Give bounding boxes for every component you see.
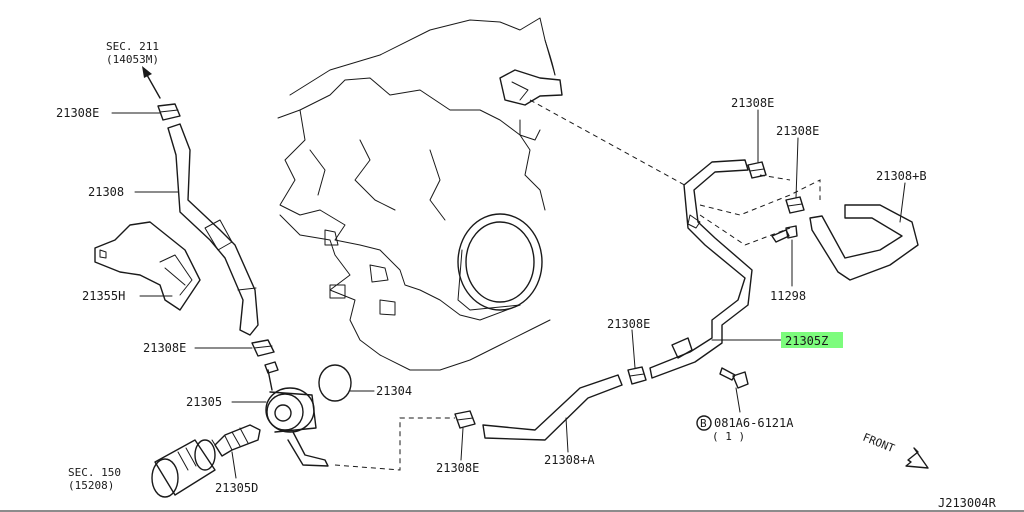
part-labels: SEC. 211 (14053M) 21308E 21308 21355H 21… [56,40,997,510]
engine-pulley [457,213,543,311]
label-21305[interactable]: 21305 [186,395,222,409]
clamp-21308e-center [627,366,647,385]
label-21308e-center[interactable]: 21308E [607,317,650,331]
label-21305d[interactable]: 21305D [215,481,258,495]
bolt-11298 [771,225,798,243]
label-sec150-ref: (15208) [68,479,114,492]
label-21308e-mid-left[interactable]: 21308E [143,341,186,355]
front-arrow [905,447,929,469]
engine-water-outlet [499,69,563,106]
clamp-21308e-bottom [454,410,476,429]
label-21308a[interactable]: 21308+A [544,453,595,467]
pipe-21305z [649,159,753,379]
label-21308e-top-right-1[interactable]: 21308E [731,96,774,110]
bolt-callout-circle [696,415,712,431]
label-21308[interactable]: 21308 [88,185,124,199]
label-21355h[interactable]: 21355H [82,289,125,303]
label-sec150[interactable]: SEC. 150 [68,466,121,479]
label-21308e-top-left[interactable]: 21308E [56,106,99,120]
bolt-081a6 [719,367,749,389]
dashed-leaders [334,99,821,471]
oil-filter-sec150 [151,439,216,498]
leader-lines [111,109,906,479]
clamp-21308e-top-right-1 [747,161,767,179]
connector-21305d [211,424,261,457]
label-front: FRONT [861,431,897,456]
label-21308e-top-right-2[interactable]: 21308E [776,124,819,138]
clamp-21308e-top-left [157,103,181,121]
label-21308e-bottom[interactable]: 21308E [436,461,479,475]
label-sec211-ref: (14053M) [106,53,159,66]
label-bolt-qty: ( 1 ) [712,430,745,443]
o-ring-21304 [318,364,352,402]
bracket-21355h [94,221,201,311]
arrow-sec211 [142,66,161,99]
diagram-code: J213004R [938,496,997,510]
clamp-21308e-top-right-2 [785,196,805,214]
label-11298[interactable]: 11298 [770,289,806,303]
hose-21308a [482,374,623,441]
engine-block [277,17,563,371]
label-21308b[interactable]: 21308+B [876,169,927,183]
label-21304[interactable]: 21304 [376,384,412,398]
clamp-21308e-mid-left [251,339,275,357]
label-bolt-circle: B [700,417,707,430]
label-21305z[interactable]: 21305Z [785,334,828,348]
hose-21308 [167,123,259,336]
hose-21308b [809,204,919,281]
part-highlight [781,332,843,348]
oil-cooler-21305 [264,361,329,467]
label-sec211[interactable]: SEC. 211 [106,40,159,53]
label-bolt-081a6[interactable]: 081A6-6121A [714,416,794,430]
